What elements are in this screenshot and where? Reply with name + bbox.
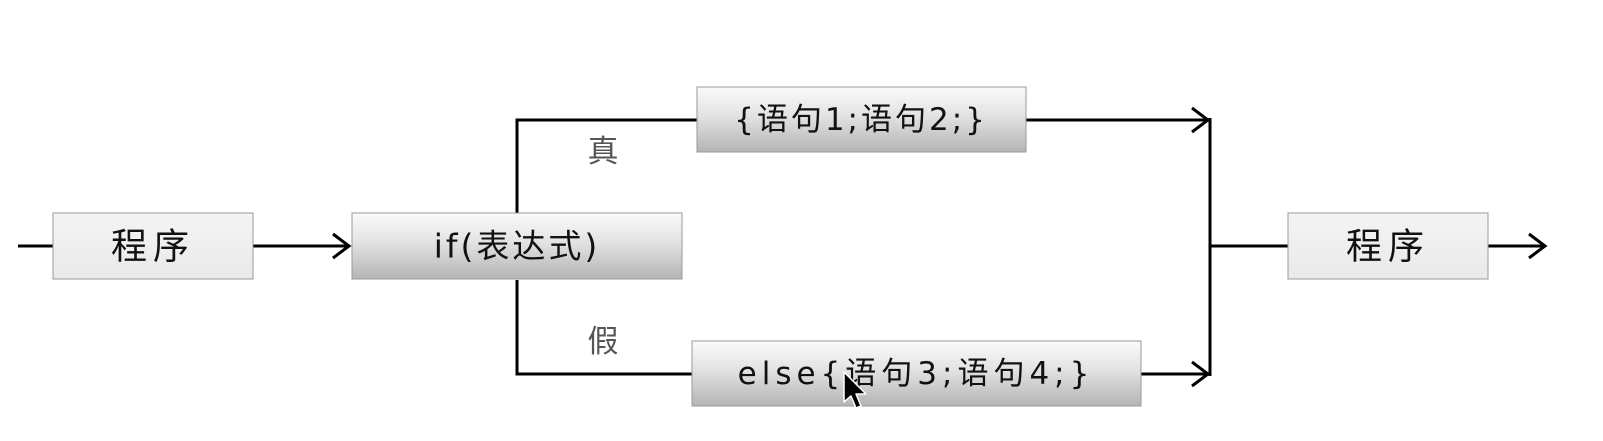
- node-program-out: 程序: [1287, 212, 1489, 280]
- arrowhead-merge-top: [1191, 106, 1211, 134]
- node-program-in: 程序: [52, 212, 254, 280]
- mouse-cursor-icon: [843, 371, 867, 409]
- node-condition-label: if(表达式): [434, 227, 601, 266]
- node-true-block: {语句1;语句2;}: [696, 86, 1027, 153]
- arrowhead-exit: [1528, 232, 1548, 260]
- node-false-block-label: else{语句3;语句4;}: [738, 356, 1095, 392]
- node-true-block-label: {语句1;语句2;}: [734, 102, 988, 138]
- branch-label-true: 真: [588, 134, 619, 170]
- node-program-in-label: 程序: [111, 227, 195, 268]
- connector-false-branch: [515, 280, 692, 376]
- arrowhead-merge-bottom: [1191, 360, 1211, 388]
- node-condition: if(表达式): [351, 212, 683, 280]
- node-false-block: else{语句3;语句4;}: [691, 340, 1142, 407]
- node-program-out-label: 程序: [1346, 227, 1430, 268]
- branch-label-false: 假: [588, 324, 619, 360]
- arrowhead-if: [332, 232, 352, 260]
- connector-true-branch: [515, 118, 697, 213]
